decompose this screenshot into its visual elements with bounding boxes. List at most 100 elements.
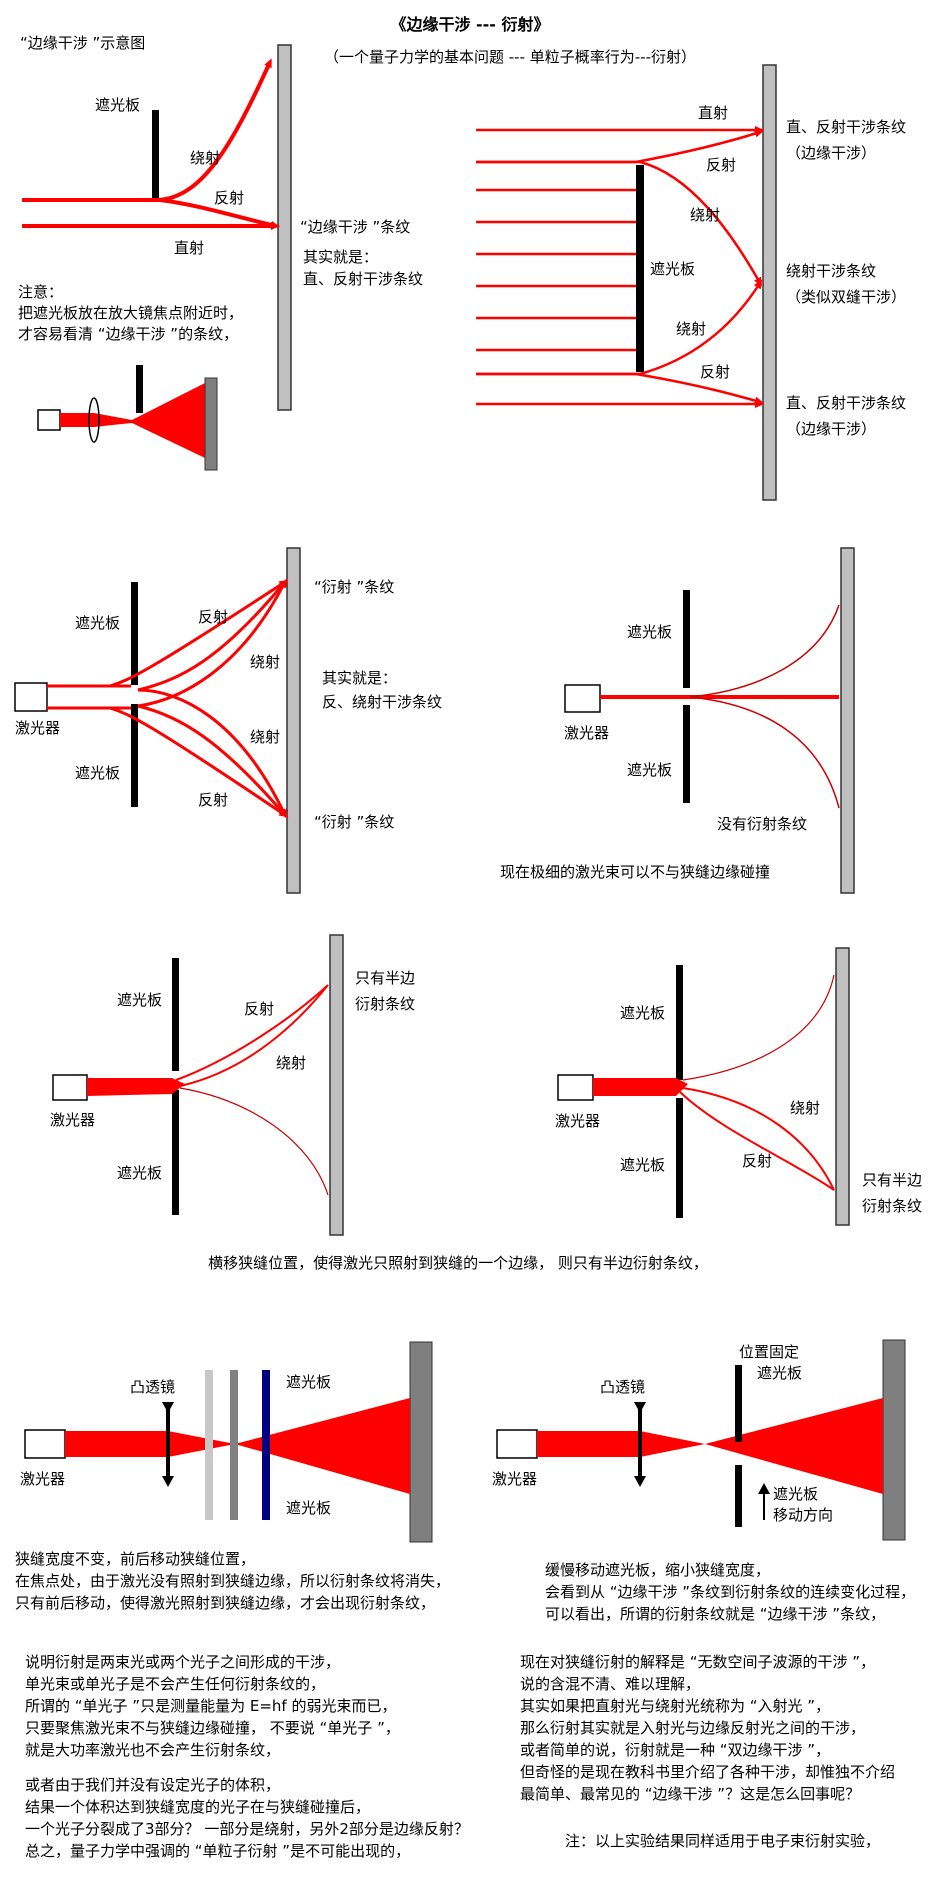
- faint-diffraction: [689, 604, 840, 698]
- fig2-reflect-bot: 反射: [700, 363, 730, 381]
- fig1-diffract-label: 绕射: [190, 149, 220, 167]
- laser-source: [52, 1074, 88, 1101]
- focused-beam: [94, 413, 132, 427]
- left-text-6: 结果一个体积达到狭缝宽度的光子在与狭缝碰撞后，: [25, 1798, 370, 1816]
- fig8-text-2: 可以看出，所谓的衍射条纹就是 “边缘干涉 ”条纹，: [545, 1605, 885, 1623]
- beam-reflected-down: [109, 706, 289, 818]
- fig1-barrier-label: 遮光板: [95, 96, 140, 114]
- fig2-mid-label-1: （类似双缝干涉）: [786, 288, 906, 306]
- fig7-barrier-top: 遮光板: [286, 1373, 331, 1391]
- beam-reflected: [175, 984, 329, 1081]
- fig8-text-1: 会看到从 “边缘干涉 ”条纹到衍射条纹的连续变化过程，: [545, 1583, 915, 1601]
- fig7-text-1: 在焦点处，由于激光没有照射到狭缝边缘，所以衍射条纹将消失，: [15, 1572, 450, 1590]
- right-text-6: 最简单、最常见的 “边缘干涉 ”？这是怎么回事呢？: [520, 1785, 860, 1803]
- screen: [840, 547, 855, 894]
- fig7-lens: 凸透镜: [130, 1378, 175, 1396]
- laser-source: [557, 1074, 594, 1101]
- page-title: 《边缘干涉 --- 衍射》: [390, 15, 549, 34]
- fig3-barrier-bot: 遮光板: [75, 764, 120, 782]
- fig3-reflect-diffract: 反、绕射干涉条纹: [322, 693, 442, 711]
- figure-lens-slit-positions: 凸透镜 遮光板 遮光板 激光器 狭缝宽度不变，前后移动狭缝位置， 在焦点处，由于…: [15, 1341, 450, 1612]
- barrier-bottom: [172, 1090, 179, 1215]
- left-text-4: 就是大功率激光也不会产生衍射条纹，: [25, 1741, 280, 1759]
- barrier-fixed: [735, 1365, 742, 1442]
- fig6-barrier-bot: 遮光板: [620, 1156, 665, 1174]
- beam-diffracted: [179, 984, 329, 1087]
- faint-diffraction: [682, 974, 835, 1081]
- laser-beam: [60, 413, 94, 427]
- fig1-note-2: 才容易看清 “边缘干涉 ”的条纹，: [18, 325, 238, 343]
- fig8-fixed: 位置固定: [739, 1343, 799, 1361]
- fig5-reflect: 反射: [244, 1000, 274, 1018]
- beam-diffracted-cross: [137, 578, 287, 708]
- right-text-4: 或者简单的说，衍射就是一种 “双边缘干涉 ”，: [520, 1741, 830, 1759]
- screen: [762, 64, 777, 501]
- screen: [409, 1341, 433, 1543]
- caption-half-fringe: 横移狭缝位置，使得激光只照射到狭缝的一个边缘， 则只有半边衍射条纹，: [208, 1254, 708, 1272]
- barrier-top: [683, 590, 690, 688]
- laser-source: [496, 1429, 538, 1459]
- fig1-reflect-label: 反射: [214, 189, 244, 207]
- fig7-text-2: 只有前后移动，使得激光照射到狭缝边缘，才会出现衍射条纹，: [15, 1594, 435, 1612]
- fig2-diffract-top: 绕射: [690, 206, 720, 224]
- figure-half-fringe-right: 遮光板 遮光板 激光器 绕射 反射 只有半边 衍射条纹: [555, 947, 922, 1226]
- fig1-caption: “边缘干涉 ”示意图: [20, 34, 145, 52]
- fig2-top-label-1: （边缘干涉）: [786, 144, 876, 162]
- beam-diffracted: [476, 279, 763, 376]
- fig6-laser-label: 激光器: [555, 1112, 600, 1130]
- screen: [835, 947, 850, 1226]
- diverging-beam: [235, 1398, 410, 1494]
- left-text-5: 或者由于我们并没有设定光子的体积，: [25, 1776, 280, 1794]
- fig1-note-1: 把遮光板放在放大镜焦点附近时，: [18, 304, 243, 322]
- left-text-2: 所谓的 “单光子 ”只是测量能量为 E=hf 的弱光束而已，: [25, 1697, 396, 1715]
- beam-reflected: [22, 198, 280, 229]
- laser-source: [24, 1429, 66, 1459]
- fig2-mid-label-0: 绕射干涉条纹: [786, 262, 876, 280]
- screen: [286, 547, 301, 894]
- fig1-direct-reflect-label: 直、反射干涉条纹: [303, 270, 423, 288]
- fig2-barrier-label: 遮光板: [650, 260, 695, 278]
- faint-diffraction: [179, 1087, 329, 1196]
- barrier-bottom: [683, 705, 690, 803]
- left-text-7: 一个光子分裂成了3部分？ 一部分是绕射，另外2部分是边缘反射？: [25, 1820, 469, 1838]
- diverging-beam: [705, 1398, 883, 1494]
- beam-reflected: [476, 372, 764, 405]
- fig3-fringe-top: “衍射 ”条纹: [314, 578, 394, 596]
- figure-edge-interference: “边缘干涉 ”示意图 遮光板 绕射 反射 直射 “边缘干涉 ”条纹 其实就是： …: [18, 34, 423, 471]
- fig1-actually-label: 其实就是：: [303, 248, 378, 266]
- fig7-barrier-bot: 遮光板: [286, 1499, 331, 1517]
- right-text-0: 现在对狭缝衍射的解释是 “无数空间子波源的干涉 ”，: [520, 1653, 875, 1671]
- screen: [882, 1339, 906, 1541]
- fig7-laser-label: 激光器: [20, 1470, 65, 1488]
- magnifier-lens: [88, 397, 100, 443]
- fig5-half-1: 衍射条纹: [355, 995, 415, 1013]
- fig6-barrier-top: 遮光板: [620, 1004, 665, 1022]
- fig6-reflect: 反射: [742, 1152, 772, 1170]
- laser-source: [564, 684, 601, 713]
- fig4-caption: 现在极细的激光束可以不与狭缝边缘碰撞: [500, 863, 770, 881]
- beam-diffracted-down: [137, 704, 288, 819]
- right-text-2: 其实如果把直射光与绕射光统称为 “入射光 ”，: [520, 1697, 830, 1715]
- laser-source: [14, 682, 48, 712]
- right-explanation: 现在对狭缝衍射的解释是 “无数空间子波源的干涉 ”， 说的含混不清、难以理解， …: [520, 1653, 895, 1850]
- fig3-laser-label: 激光器: [15, 719, 60, 737]
- fig3-barrier-top: 遮光板: [75, 614, 120, 632]
- figure-slit-diffraction: 遮光板 遮光板 激光器 反射 绕射 绕射 反射 “衍射 ”条纹 其实就是： 反、…: [14, 547, 442, 894]
- fig2-diffract-bot: 绕射: [676, 320, 706, 338]
- barrier-moving: [735, 1465, 742, 1527]
- fig3-diffract-top: 绕射: [250, 653, 280, 671]
- fig8-text-0: 缓慢移动遮光板，缩小狭缝宽度，: [545, 1561, 770, 1579]
- barrier: [152, 110, 159, 200]
- left-text-0: 说明衍射是两束光或两个光子之间形成的干涉，: [25, 1653, 340, 1671]
- fig8-barrier: 遮光板: [757, 1364, 802, 1382]
- fig5-barrier-bot: 遮光板: [117, 1164, 162, 1182]
- fig4-laser-label: 激光器: [564, 724, 609, 742]
- beam-diffracted: [682, 1087, 835, 1191]
- barrier-bottom: [131, 704, 138, 807]
- right-text-5: 但奇怪的是现在教科书里介绍了各种干涉，却惟独不介绍: [520, 1763, 895, 1781]
- slit-position-1: [205, 1370, 213, 1520]
- figure-wide-barrier: 直射 反射 绕射 遮光板 绕射 反射 直、反射干涉条纹 （边缘干涉） 绕射干涉条…: [476, 64, 906, 501]
- fig6-half-1: 衍射条纹: [862, 1197, 922, 1215]
- figure-half-fringe-left: 遮光板 遮光板 激光器 反射 绕射 只有半边 衍射条纹: [50, 934, 415, 1236]
- fig1-note-0: 注意：: [18, 283, 63, 301]
